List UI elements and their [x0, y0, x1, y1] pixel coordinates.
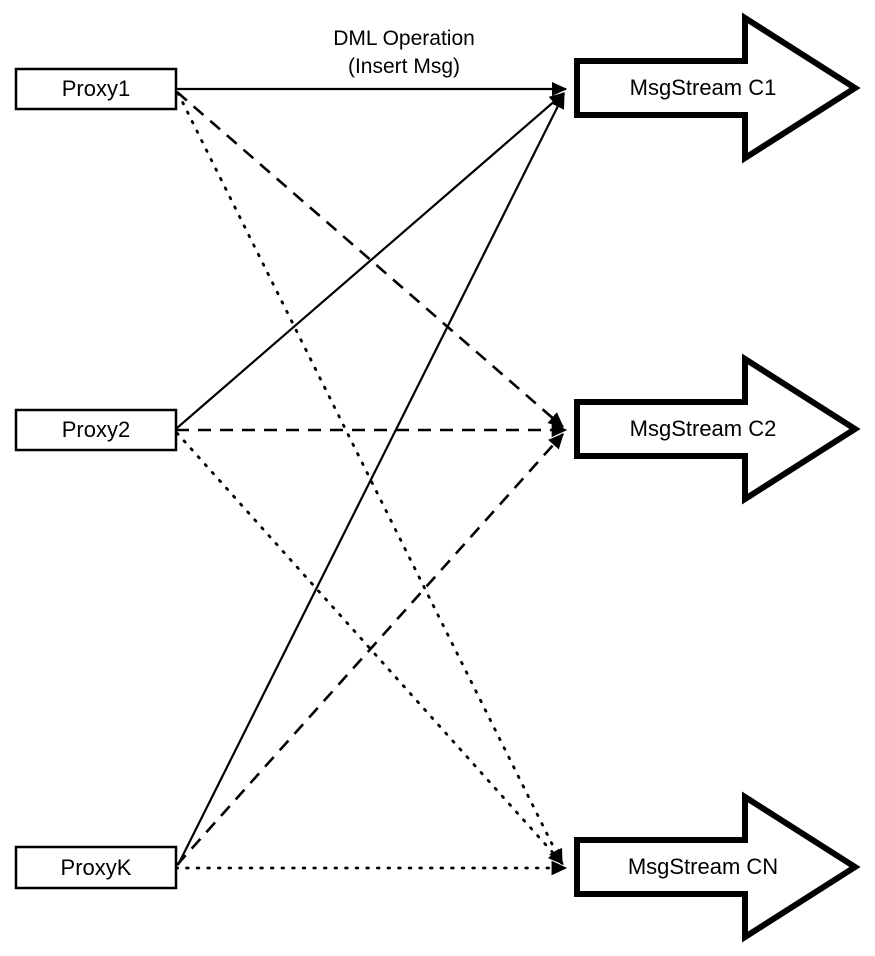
proxy-node-proxyk[interactable]: ProxyK: [14, 845, 178, 890]
msgstream-c2-arrow-shape[interactable]: [574, 353, 861, 505]
stream-node-cn[interactable]: MsgStream CN: [574, 791, 861, 943]
dml-operation-label-line2: (Insert Msg): [348, 55, 460, 78]
proxy1-box[interactable]: [14, 67, 178, 111]
dml-operation-label-line1: DML Operation: [333, 27, 475, 50]
msgstream-cn-label: MsgStream CN: [628, 854, 778, 879]
stream-node-c1[interactable]: MsgStream C1: [574, 12, 861, 164]
link-proxyk-to-c2[interactable]: [176, 433, 564, 866]
dml-operation-label: DML Operation (Insert Msg): [333, 27, 475, 78]
proxy2-box[interactable]: [14, 408, 178, 452]
proxy2-label: Proxy2: [62, 417, 130, 442]
link-layer: [174, 81, 568, 876]
msgstream-cn-arrow-shape[interactable]: [574, 791, 861, 943]
link-proxy2-to-c1[interactable]: [176, 92, 565, 429]
proxyk-label: ProxyK: [61, 855, 132, 880]
link-proxy2-to-cn[interactable]: [175, 431, 565, 866]
proxy1-label: Proxy1: [62, 76, 130, 101]
msgstream-c1-label: MsgStream C1: [630, 75, 777, 100]
proxyk-box[interactable]: [14, 845, 178, 890]
proxy-node-proxy2[interactable]: Proxy2: [14, 408, 178, 452]
link-proxy1-to-c2[interactable]: [176, 91, 564, 428]
link-proxyk-to-c1[interactable]: [177, 92, 565, 866]
proxy-node-proxy1[interactable]: Proxy1: [14, 67, 178, 111]
msgstream-c2-label: MsgStream C2: [630, 416, 777, 441]
stream-node-c2[interactable]: MsgStream C2: [574, 353, 861, 505]
msgstream-c1-arrow-shape[interactable]: [574, 12, 861, 164]
